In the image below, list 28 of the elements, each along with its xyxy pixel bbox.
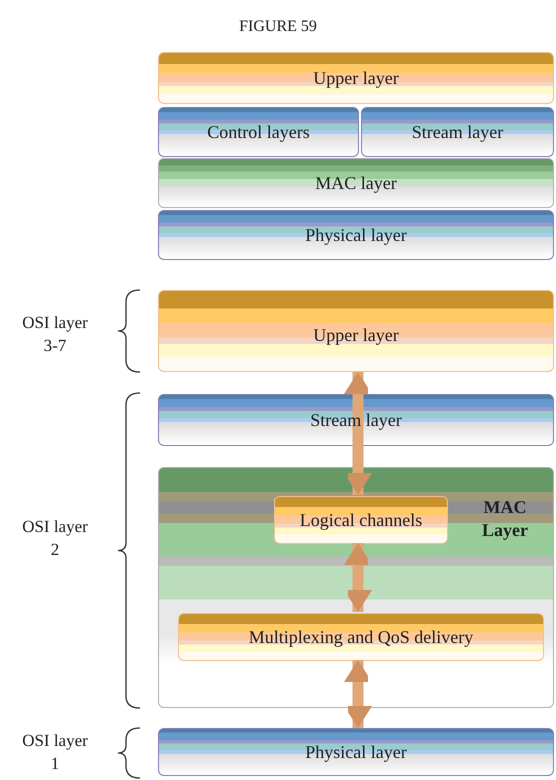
layer-label: Physical layer <box>305 224 407 246</box>
layer-label: Stream layer <box>412 122 504 142</box>
layer-bar <box>361 107 554 157</box>
layer-label: Logical channels <box>300 510 422 530</box>
layer-bar <box>158 290 554 372</box>
layer-bar <box>158 107 359 157</box>
layer-bar <box>158 210 554 260</box>
layer-label: MAC layer <box>315 172 397 194</box>
layer-label: Upper layer <box>313 68 399 88</box>
layer-range-label: OSI layer 2 <box>22 516 88 561</box>
layer-label: Control layers <box>207 122 310 142</box>
layer-label: Stream layer <box>310 410 402 430</box>
layer-bar <box>178 613 544 661</box>
layer-range-label: OSI layer 3-7 <box>22 312 88 357</box>
layer-bar <box>158 394 554 446</box>
layer-label: Upper layer <box>313 324 399 346</box>
layer-label: Physical layer <box>305 742 407 762</box>
layer-title: MAC Layer <box>481 496 529 542</box>
layer-label: Multiplexing and QoS delivery <box>248 626 474 648</box>
layer-panel <box>158 467 554 708</box>
double-arrow <box>344 660 372 728</box>
double-arrow <box>344 543 372 612</box>
layer-range-label: OSI layer 1 <box>22 730 88 775</box>
figure-title: FIGURE 59 <box>238 18 318 36</box>
layer-bar <box>158 158 554 208</box>
layer-bar <box>274 496 448 544</box>
layer-bar <box>158 728 554 776</box>
layer-bar <box>158 52 554 104</box>
